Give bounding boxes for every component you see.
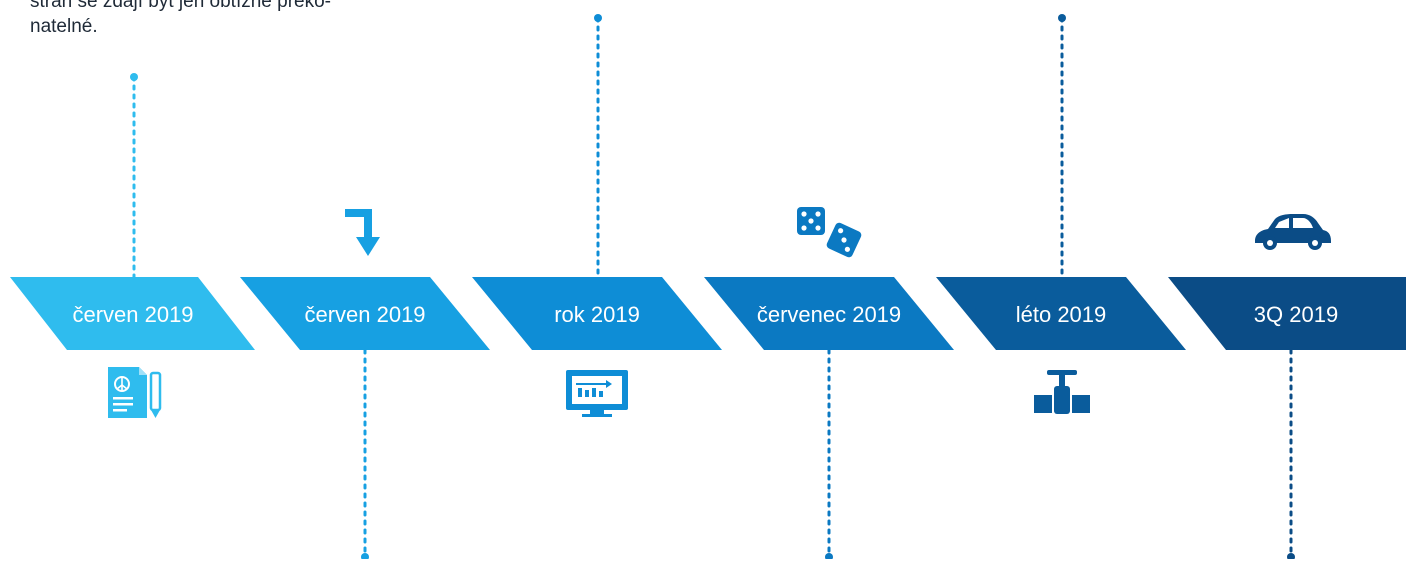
banner-label-3: rok 2019 (554, 302, 640, 327)
banner-label-6: 3Q 2019 (1253, 302, 1339, 327)
banner-4 (704, 277, 954, 350)
connectors (130, 14, 1295, 561)
banners (10, 277, 1406, 350)
banner-label-4: červenec 2019 (756, 302, 902, 327)
connector-dot-2 (361, 553, 369, 561)
banner-label-1: červen 2019 (72, 302, 194, 327)
turn-down-arrow-icon (345, 209, 380, 256)
dice-icon (797, 207, 862, 258)
pipe-valve-icon (1034, 370, 1090, 414)
banner-5 (936, 277, 1186, 350)
document-peace-icon (108, 367, 162, 418)
banner-1 (10, 277, 255, 350)
car-icon (1255, 214, 1331, 250)
banner-label-2: červen 2019 (304, 302, 426, 327)
banner-3 (472, 277, 722, 350)
connector-dot-4 (825, 553, 833, 561)
intro-text: stran se zdají být jen obtížně překo- na… (30, 0, 331, 37)
monitor-chart-icon (566, 370, 628, 417)
connector-dot-6 (1287, 553, 1295, 561)
connector-dot-1 (130, 73, 138, 81)
banner-2 (240, 277, 490, 350)
banner-label-5: léto 2019 (1015, 302, 1107, 327)
connector-dot-5 (1058, 14, 1066, 22)
connector-dot-3 (594, 14, 602, 22)
banner-6 (1168, 277, 1406, 350)
